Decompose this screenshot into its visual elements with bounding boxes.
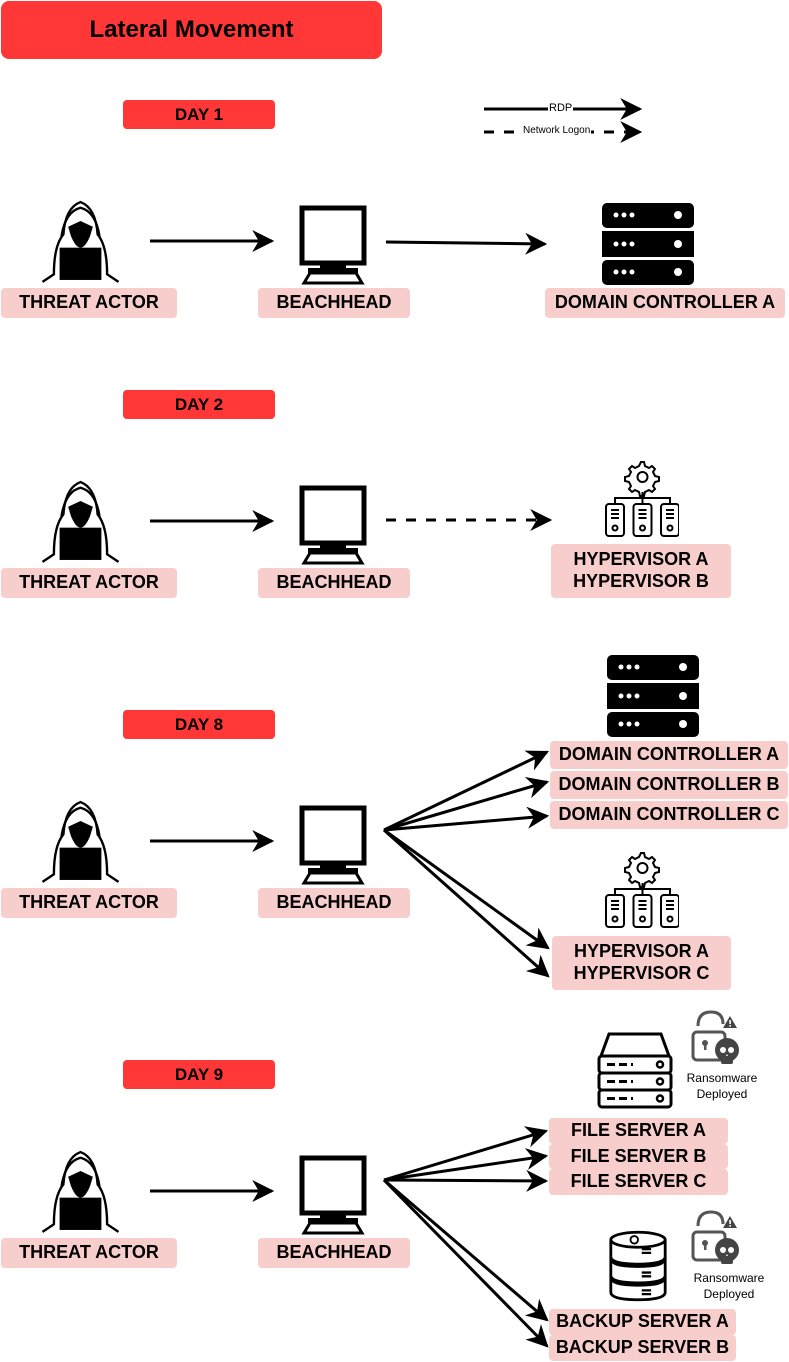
page-title: Lateral Movement (1, 1, 382, 59)
ransomware-deployed-note-backup: Ransomware Deployed (683, 1271, 775, 1302)
arrow-to-hypervisor-a (383, 828, 550, 950)
domain-controller-a-label: DOMAIN CONTROLLER A (550, 741, 788, 769)
ransomware-deployed-note-file: Ransomware Deployed (676, 1071, 768, 1102)
backup-server-b-label: BACKUP SERVER B (549, 1335, 736, 1361)
beachhead-label: BEACHHEAD (258, 568, 410, 598)
legend-rdp-label: RDP (548, 102, 574, 114)
hypervisor-a-text: HYPERVISOR A (573, 941, 710, 962)
arrow-to-dc-a (383, 750, 549, 832)
legend-network-logon-label: Network Logon (522, 125, 592, 136)
domain-controller-b-label: DOMAIN CONTROLLER B (550, 771, 788, 799)
beachhead-label: BEACHHEAD (258, 1238, 410, 1268)
arrow-to-backup-server-b (382, 1178, 549, 1348)
day-2-badge: DAY 2 (123, 390, 275, 419)
threat-actor-label: THREAT ACTOR (1, 888, 177, 918)
day-1-badge: DAY 1 (123, 100, 275, 129)
threat-actor-label: THREAT ACTOR (1, 288, 177, 318)
domain-controller-c-label: DOMAIN CONTROLLER C (550, 801, 788, 829)
hypervisor-ab-label: HYPERVISOR A HYPERVISOR B (551, 544, 731, 598)
day-9-badge: DAY 9 (123, 1060, 275, 1089)
ransomware-note-line2: Deployed (696, 1086, 748, 1101)
file-server-a-label: FILE SERVER A (549, 1118, 728, 1144)
threat-actor-label: THREAT ACTOR (1, 568, 177, 598)
arrow-rdp-beachhead-to-dc-a (385, 232, 548, 255)
hypervisor-a-text: HYPERVISOR A (573, 549, 709, 570)
arrow-to-backup-server-a (383, 1178, 549, 1322)
ransomware-note-line1: Ransomware (686, 1071, 758, 1085)
arrow-to-file-server-c (383, 1169, 549, 1192)
file-server-b-label: FILE SERVER B (549, 1144, 728, 1169)
hypervisor-b-text: HYPERVISOR B (573, 571, 709, 591)
arrow-to-dc-b (383, 777, 550, 832)
hypervisor-c-text: HYPERVISOR C (573, 963, 710, 983)
domain-controller-a-label: DOMAIN CONTROLLER A (545, 288, 785, 318)
beachhead-label: BEACHHEAD (258, 888, 410, 918)
hypervisor-ac-label: HYPERVISOR A HYPERVISOR C (552, 936, 731, 990)
arrow-to-dc-c (383, 806, 550, 832)
backup-server-a-label: BACKUP SERVER A (549, 1309, 736, 1335)
legend: RDP Network Logon (482, 98, 647, 143)
ransomware-note-line2: Deployed (703, 1286, 755, 1301)
arrow-to-file-server-b (383, 1148, 549, 1182)
arrow-to-hypervisor-c (383, 828, 550, 978)
day-8-badge: DAY 8 (123, 710, 275, 739)
file-server-c-label: FILE SERVER C (549, 1169, 728, 1195)
arrow-to-file-server-a (383, 1126, 549, 1182)
threat-actor-label: THREAT ACTOR (1, 1238, 177, 1268)
ransomware-note-line1: Ransomware (693, 1271, 765, 1285)
beachhead-label: BEACHHEAD (258, 288, 410, 318)
